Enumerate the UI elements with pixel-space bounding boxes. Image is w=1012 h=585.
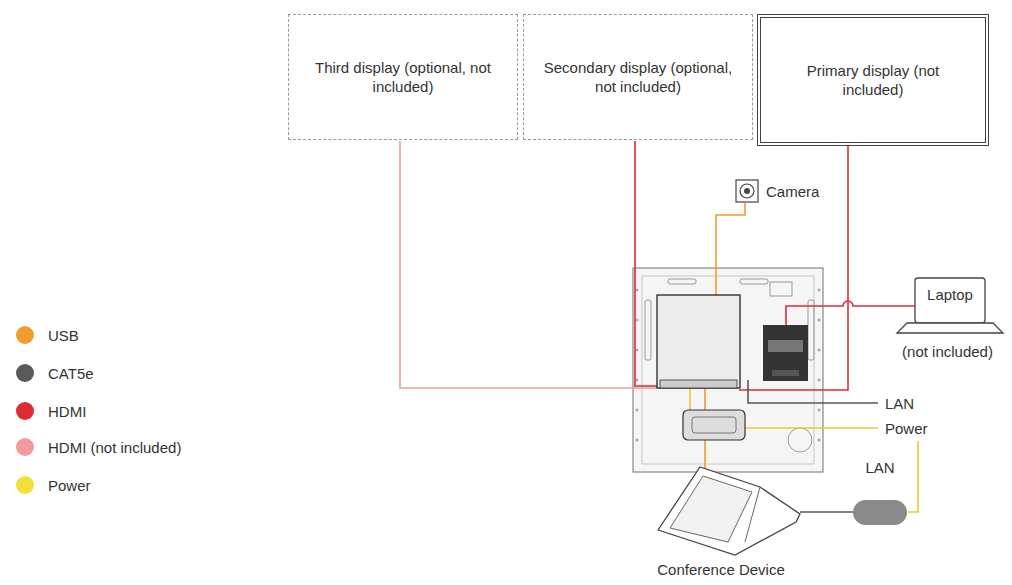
node-text: Camera bbox=[766, 182, 832, 201]
power-cable bbox=[908, 441, 918, 512]
legend-swatch bbox=[16, 364, 34, 382]
display-box: Primary display (not included) bbox=[757, 14, 989, 146]
legend-swatch bbox=[16, 438, 34, 456]
legend-swatch bbox=[16, 402, 34, 420]
display-box: Third display (optional, not included) bbox=[288, 14, 518, 140]
legend-text: HDMI (not included) bbox=[48, 439, 181, 456]
node-text: Third display (optional, not included) bbox=[308, 58, 498, 96]
mounting-plate bbox=[633, 268, 823, 472]
legend-text: HDMI bbox=[48, 403, 86, 420]
cat5e-cable bbox=[800, 511, 853, 513]
power-cable bbox=[689, 388, 691, 410]
node-text: Laptop bbox=[915, 285, 985, 304]
legend-item: HDMI bbox=[16, 402, 86, 420]
lan-port: LAN bbox=[851, 456, 909, 528]
conference-device: Conference Device bbox=[640, 462, 802, 582]
hdmi-cable bbox=[786, 301, 915, 325]
power-leader bbox=[745, 427, 878, 429]
hdmi-cable bbox=[400, 141, 657, 388]
hdmi-switch bbox=[763, 325, 808, 381]
port-label: LAN bbox=[885, 394, 914, 413]
node-text: Conference Device bbox=[640, 560, 802, 579]
node-text: Primary display (not included) bbox=[778, 61, 968, 99]
node-text: LAN bbox=[851, 458, 909, 477]
camera-node: Camera bbox=[734, 178, 834, 206]
power-brick bbox=[683, 410, 745, 440]
legend-item: CAT5e bbox=[16, 364, 94, 382]
node-text: Secondary display (optional, not include… bbox=[543, 58, 733, 96]
legend-swatch bbox=[16, 476, 34, 494]
port-label: Power bbox=[885, 419, 928, 438]
legend-item: HDMI (not included) bbox=[16, 438, 181, 456]
legend-text: CAT5e bbox=[48, 365, 94, 382]
display-box: Secondary display (optional, not include… bbox=[523, 14, 753, 140]
codec-unit bbox=[657, 295, 740, 388]
legend-swatch bbox=[16, 326, 34, 344]
legend-text: Power bbox=[48, 477, 91, 494]
laptop-node: Laptop (not included) bbox=[885, 275, 1010, 363]
node-text: (not included) bbox=[887, 342, 1008, 361]
lan-leader bbox=[748, 380, 878, 403]
legend-item: Power bbox=[16, 476, 91, 494]
legend-item: USB bbox=[16, 326, 79, 344]
legend-text: USB bbox=[48, 327, 79, 344]
